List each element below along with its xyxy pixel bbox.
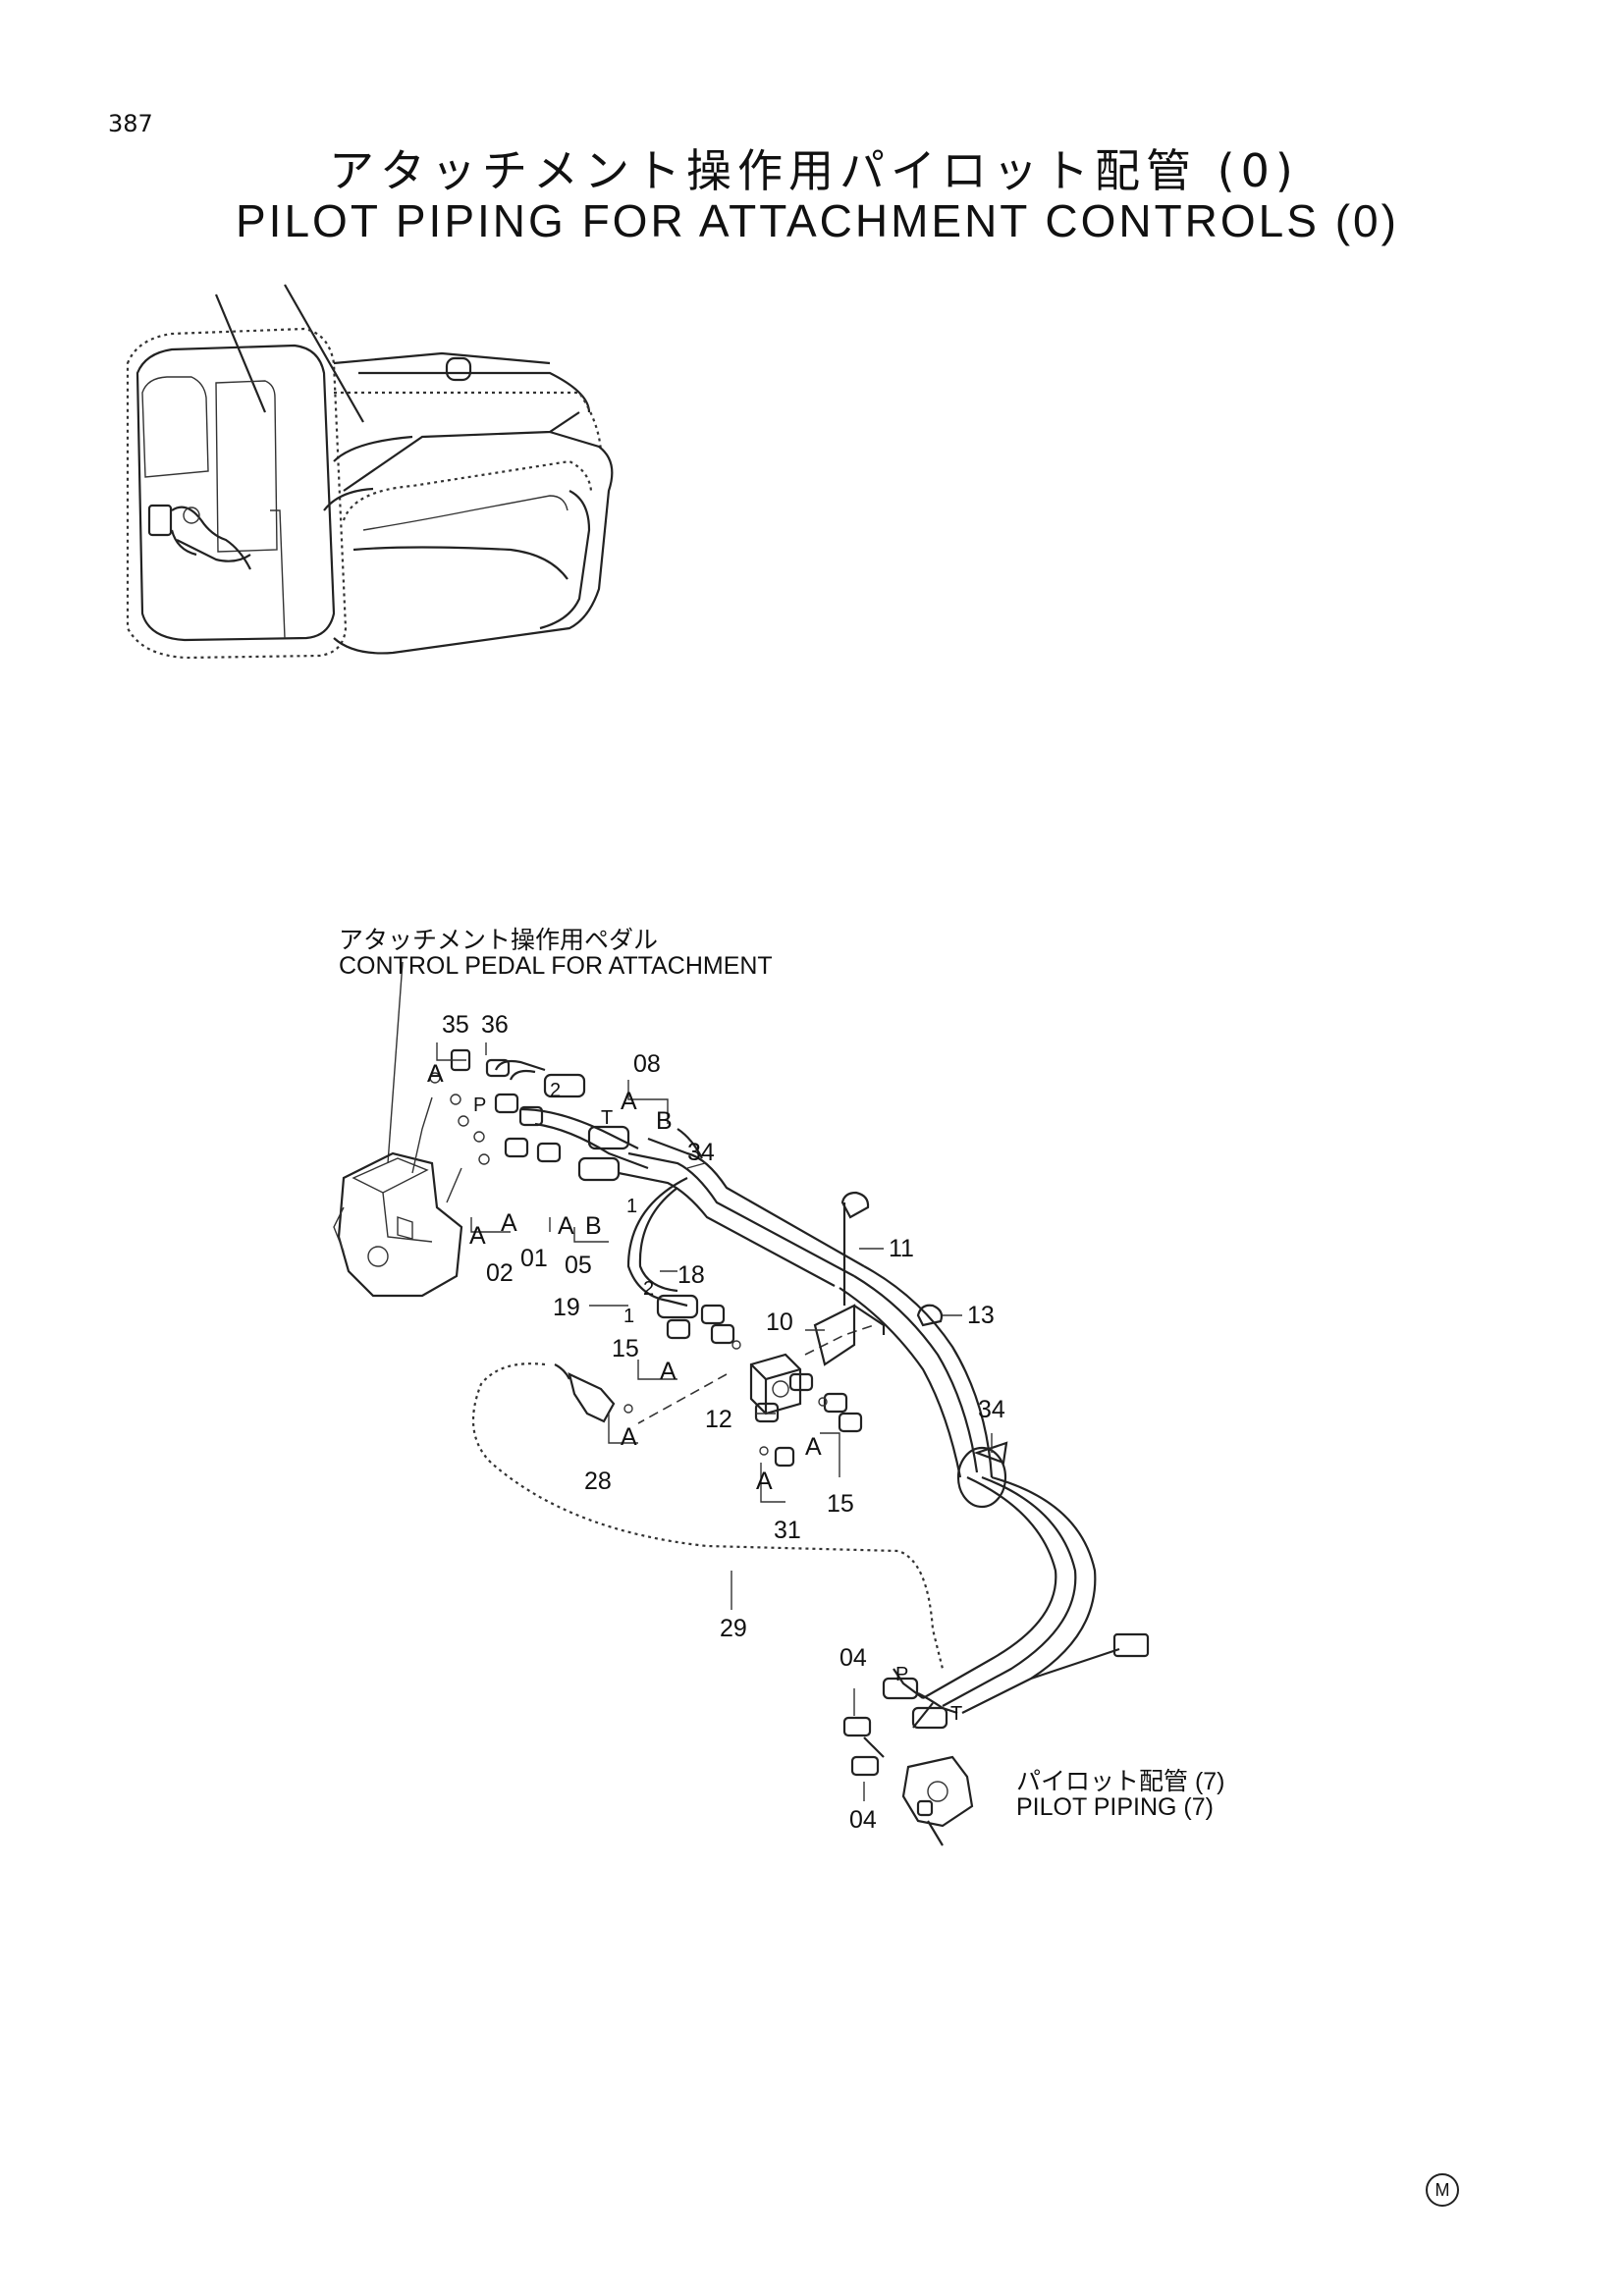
callout-19: 19 bbox=[553, 1294, 580, 1321]
port-letter-a-28: A bbox=[621, 1423, 637, 1451]
port-letter-a-15-left: A bbox=[660, 1358, 677, 1385]
callout-34-lower: 34 bbox=[978, 1396, 1005, 1423]
port-letter-b-08: B bbox=[656, 1107, 673, 1135]
callout-01: 01 bbox=[520, 1245, 548, 1272]
page-title-english: PILOT PIPING FOR ATTACHMENT CONTROLS (0) bbox=[236, 195, 1399, 246]
page-number: 387 bbox=[108, 110, 153, 137]
port-letter-a-31: A bbox=[756, 1468, 773, 1495]
pilot-hose-bundle bbox=[494, 1059, 1150, 1729]
revision-marker: M bbox=[1426, 2173, 1459, 2207]
callout-02: 02 bbox=[486, 1259, 514, 1287]
callout-11: 11 bbox=[889, 1235, 914, 1262]
callout-13: 13 bbox=[967, 1302, 995, 1329]
hose-end-marker-2-lower: 2 bbox=[643, 1278, 655, 1300]
callout-15-right: 15 bbox=[827, 1490, 854, 1518]
callout-04-lower: 04 bbox=[849, 1806, 877, 1834]
bracket-10 bbox=[813, 1191, 944, 1366]
hose-end-marker-1-lower: 1 bbox=[623, 1306, 635, 1327]
harness-29 bbox=[471, 1362, 945, 1670]
pilot-valve-illustration bbox=[842, 1677, 974, 1846]
pilot-piping-reference-japanese: パイロット配管 (7) bbox=[1016, 1768, 1225, 1795]
port-letter-a-05: A bbox=[558, 1212, 574, 1240]
callout-34-upper: 34 bbox=[687, 1139, 715, 1166]
port-letter-p-valve: P bbox=[895, 1664, 909, 1685]
manifold-block-12 bbox=[637, 1324, 875, 1468]
port-letter-b-05: B bbox=[585, 1212, 602, 1240]
pedal-label-english: CONTROL PEDAL FOR ATTACHMENT bbox=[339, 952, 773, 980]
pedal-leader-line bbox=[387, 961, 404, 1164]
pedal-label-japanese: アタッチメント操作用ペダル bbox=[339, 927, 659, 954]
port-letter-p-pedal: P bbox=[473, 1095, 487, 1116]
port-letter-t-valve: T bbox=[950, 1703, 963, 1725]
port-letter-a-15-right: A bbox=[805, 1433, 822, 1461]
control-pedal-illustration bbox=[333, 1151, 463, 1298]
callout-15-left: 15 bbox=[612, 1335, 639, 1362]
callout-12: 12 bbox=[705, 1406, 732, 1433]
excavator-overview-illustration bbox=[126, 284, 614, 660]
callout-18: 18 bbox=[677, 1261, 705, 1289]
hose-end-marker-2-upper: 2 bbox=[550, 1080, 562, 1101]
port-letter-a-02: A bbox=[469, 1222, 486, 1250]
port-letter-a-08: A bbox=[621, 1088, 637, 1115]
hose-loop-18-19 bbox=[626, 1177, 735, 1345]
pilot-piping-reference-english: PILOT PIPING (7) bbox=[1016, 1793, 1214, 1821]
pedal-fittings bbox=[411, 1048, 562, 1203]
port-letter-a-35: A bbox=[427, 1060, 444, 1088]
hose-end-marker-1-upper: 1 bbox=[626, 1196, 638, 1217]
port-letter-a-01: A bbox=[501, 1209, 517, 1237]
port-letter-t-pedal: T bbox=[601, 1107, 614, 1129]
callout-31: 31 bbox=[774, 1517, 801, 1544]
callout-36: 36 bbox=[481, 1011, 509, 1039]
callout-29: 29 bbox=[720, 1615, 747, 1642]
callout-35: 35 bbox=[442, 1011, 469, 1039]
callout-05: 05 bbox=[565, 1252, 592, 1279]
leader-lines bbox=[436, 1042, 993, 1801]
callout-10: 10 bbox=[766, 1308, 793, 1336]
page-title-japanese: アタッチメント操作用パイロット配管 (0) bbox=[329, 144, 1299, 197]
callout-28: 28 bbox=[584, 1468, 612, 1495]
callout-04-upper: 04 bbox=[839, 1644, 867, 1672]
callout-08: 08 bbox=[633, 1050, 661, 1078]
